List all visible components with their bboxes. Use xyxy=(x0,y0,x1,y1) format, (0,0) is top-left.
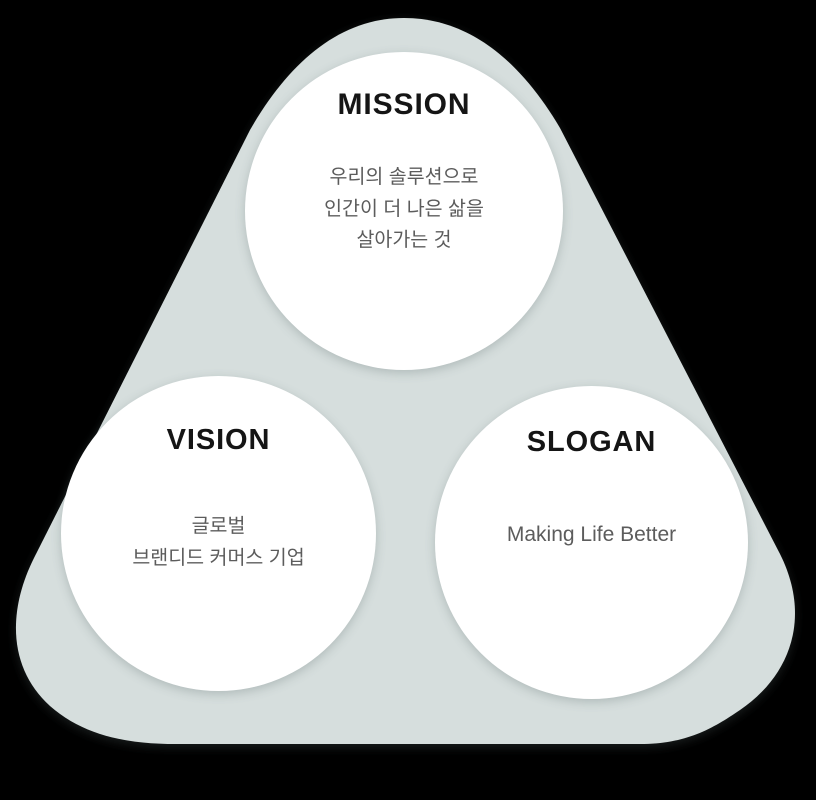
mission-body: 우리의 솔루션으로 인간이 더 나은 삶을 살아가는 것 xyxy=(324,162,484,257)
vision-body-line-1: 글로벌 xyxy=(191,515,246,537)
circle-vision[interactable]: VISION 글로벌 브랜디드 커머스 기업 xyxy=(61,376,376,691)
vision-title: VISION xyxy=(166,424,271,456)
circle-slogan[interactable]: SLOGAN Making Life Better xyxy=(435,386,748,699)
vision-body: 글로벌 브랜디드 커머스 기업 xyxy=(132,511,304,574)
mission-title: MISSION xyxy=(337,88,471,121)
slogan-body-line-1: Making Life Better xyxy=(506,523,677,546)
slogan-body: Making Life Better xyxy=(507,519,676,551)
mission-body-line-1: 우리의 솔루션으로 xyxy=(329,166,479,188)
vision-body-line-2: 브랜디드 커머스 기업 xyxy=(132,546,305,569)
circle-mission[interactable]: MISSION 우리의 솔루션으로 인간이 더 나은 삶을 살아가는 것 xyxy=(245,52,563,370)
slogan-title: SLOGAN xyxy=(526,426,657,458)
mission-body-line-3: 살아가는 것 xyxy=(356,229,452,252)
mission-body-line-2: 인간이 더 나은 삶을 xyxy=(324,197,484,220)
